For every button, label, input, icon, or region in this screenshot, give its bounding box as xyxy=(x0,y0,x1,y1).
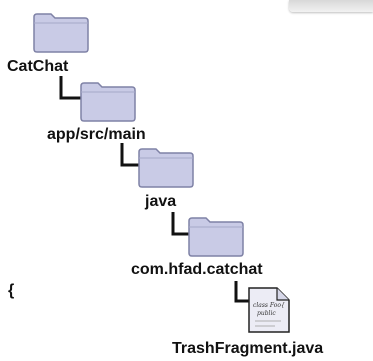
connector-java-to-com xyxy=(171,212,193,236)
folder-icon xyxy=(138,148,194,188)
folder-label-app-src-main: app/src/main xyxy=(47,126,146,143)
file-label-trashfragment: TrashFragment.java xyxy=(172,340,324,357)
folder-icon xyxy=(80,82,136,122)
connector-com-to-file xyxy=(234,281,250,303)
folder-label-java: java xyxy=(145,193,177,210)
file-icon-text-line-1: class Foo{ xyxy=(253,302,285,309)
folder-label-catchat: CatChat xyxy=(7,58,69,75)
code-snippet-brace: { xyxy=(8,282,15,299)
folder-icon xyxy=(188,217,244,257)
page-corner-decoration xyxy=(289,0,373,12)
java-file-icon: class Foo{ public xyxy=(248,287,290,333)
folder-icon xyxy=(33,13,89,53)
folder-label-com-hfad-catchat: com.hfad.catchat xyxy=(131,261,263,278)
file-icon-text-line-2: public xyxy=(257,310,276,317)
connector-app-to-java xyxy=(120,143,142,167)
connector-catchat-to-app xyxy=(59,76,83,100)
